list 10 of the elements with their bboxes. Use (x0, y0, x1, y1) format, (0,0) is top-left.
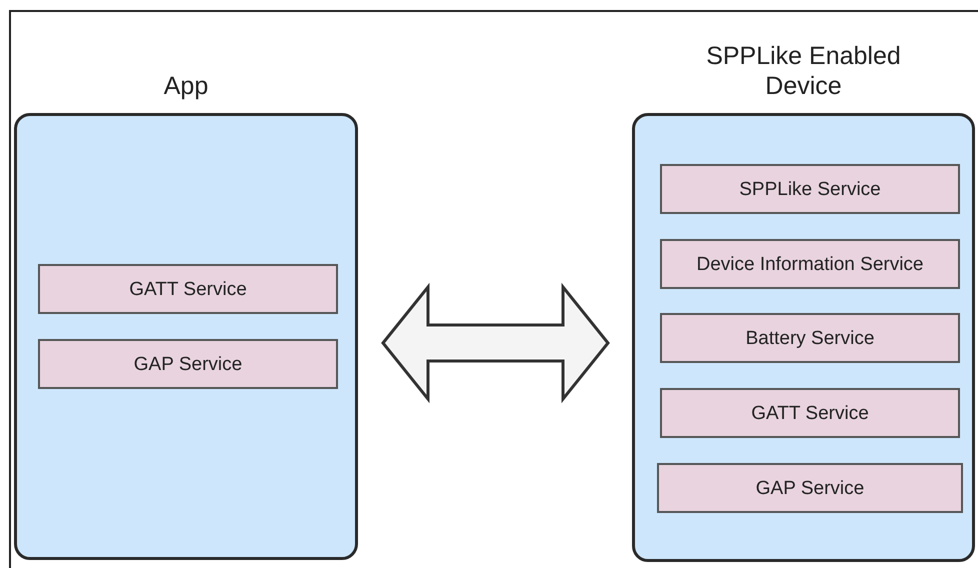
double-arrow (381, 282, 610, 404)
box-heading: SPPLike Enabled Device (705, 41, 902, 101)
service-box: Battery Service (660, 313, 960, 363)
box-heading: App (162, 71, 210, 101)
service-box: GAP Service (657, 463, 963, 513)
service-box: GATT Service (38, 264, 338, 314)
service-box: GATT Service (660, 388, 960, 438)
service-box: GAP Service (38, 339, 338, 389)
service-box: SPPLike Service (660, 164, 960, 214)
service-box: Device Information Service (660, 239, 960, 289)
